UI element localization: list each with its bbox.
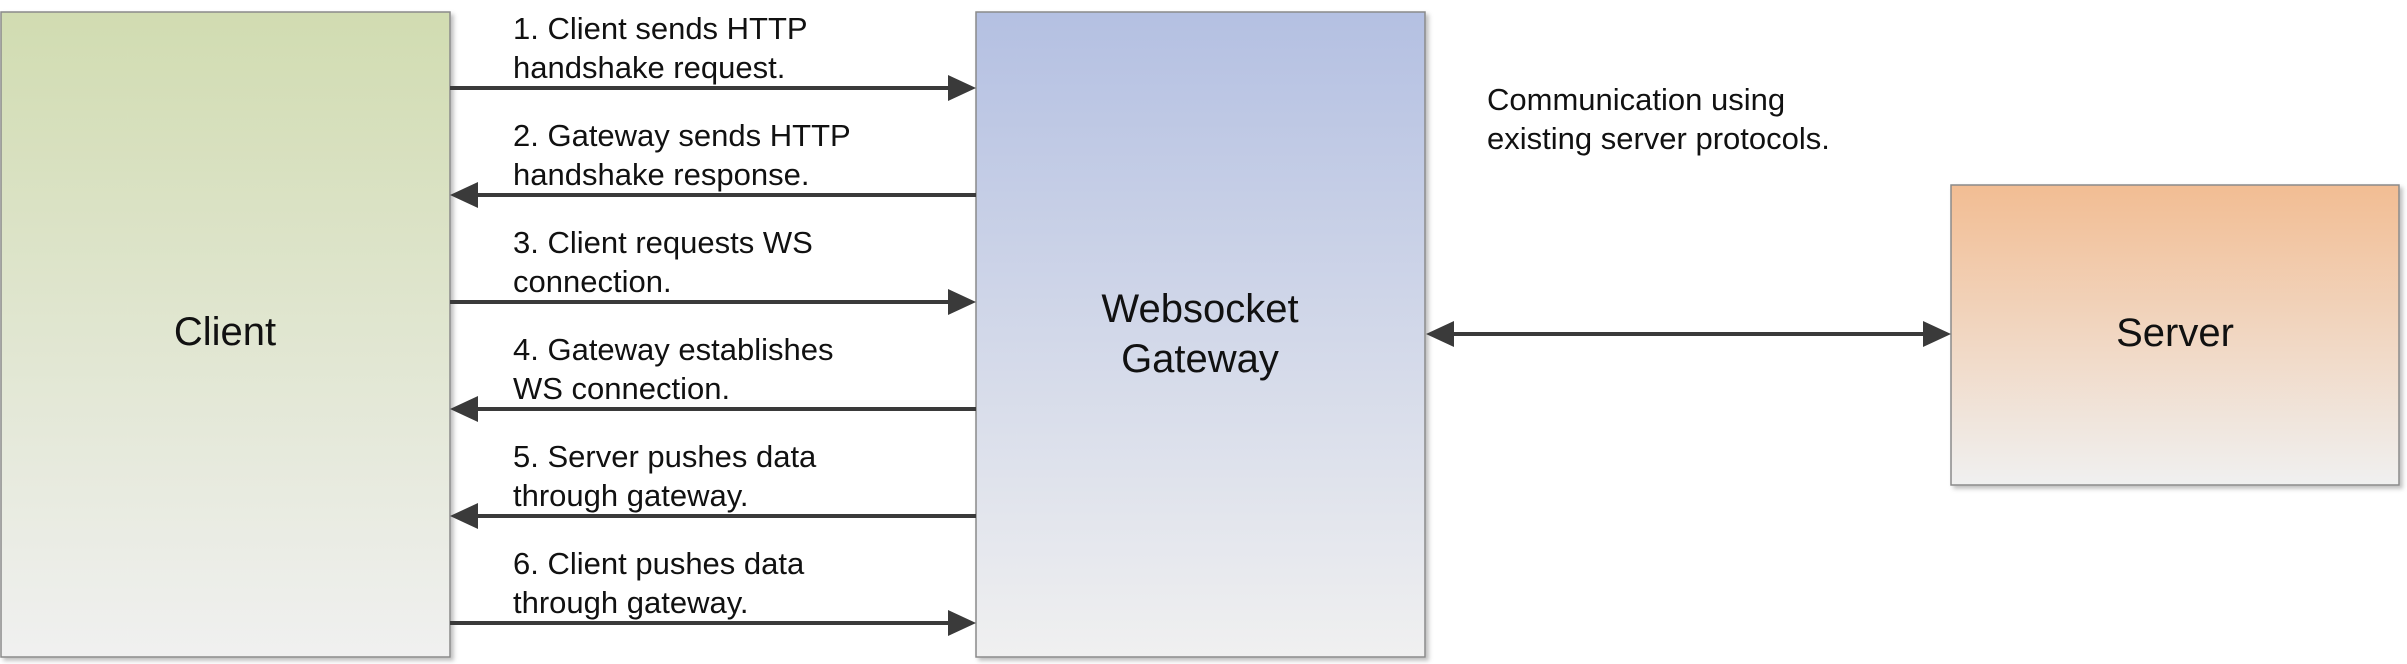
server-node: Server [1950,184,2400,486]
step-label-line1: 2. Gateway sends HTTP [513,118,851,153]
arrowhead-left-icon [450,396,478,422]
step-label-line1: 4. Gateway establishes [513,332,834,367]
arrowhead-left-icon [450,182,478,208]
server-label: Server [2116,311,2234,355]
link-label-line1: Communication using [1487,82,1785,117]
arrowhead-left-icon [450,503,478,529]
step-label-line1: 6. Client pushes data [513,546,805,581]
step-3: 3. Client requests WS connection. [450,225,976,315]
client-label: Client [174,310,276,354]
step-1: 1. Client sends HTTP handshake request. [450,11,976,101]
step-arrows: 1. Client sends HTTP handshake request. 2.… [450,11,976,636]
gateway-server-link: Communication using existing server prot… [1426,82,1951,347]
step-6: 6. Client pushes data through gateway. [450,546,976,636]
step-label-line2: WS connection. [513,371,730,406]
step-label-line2: handshake request. [513,50,785,85]
step-label-line1: 5. Server pushes data [513,439,817,474]
arrowhead-right-icon [948,610,976,636]
step-4: 4. Gateway establishes WS connection. [450,332,976,422]
server-box [1950,184,2400,486]
step-label-line2: connection. [513,264,672,299]
client-node: Client [0,11,451,658]
gateway-label-line2: Gateway [1121,337,1279,381]
arrowhead-right-icon [1923,321,1951,347]
link-label-line2: existing server protocols. [1487,121,1830,156]
step-label-line1: 1. Client sends HTTP [513,11,808,46]
gateway-label-line1: Websocket [1101,287,1298,331]
arrowhead-right-icon [948,75,976,101]
client-box [0,11,451,658]
step-label-line2: handshake response. [513,157,809,192]
step-2: 2. Gateway sends HTTP handshake response. [450,118,976,208]
step-label-line1: 3. Client requests WS [513,225,813,260]
step-label-line2: through gateway. [513,478,749,513]
gateway-node: Websocket Gateway [975,11,1426,658]
step-label-line2: through gateway. [513,585,749,620]
gateway-box [975,11,1426,658]
arrowhead-left-icon [1426,321,1454,347]
step-5: 5. Server pushes data through gateway. [450,439,976,529]
arrowhead-right-icon [948,289,976,315]
